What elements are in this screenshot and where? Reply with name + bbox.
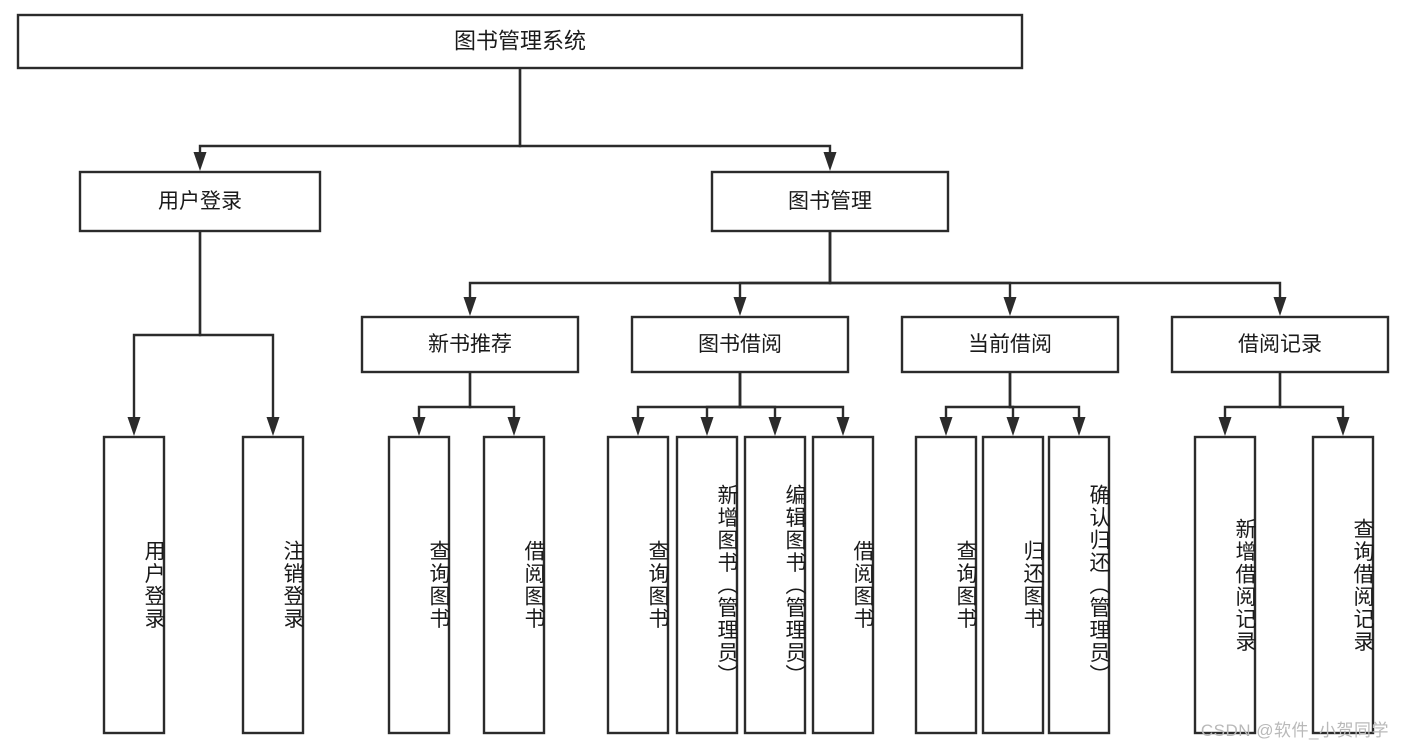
node-leaf-add-borrow-record[interactable] xyxy=(1193,435,1257,735)
node-label-current-borrow: 当前借阅 xyxy=(968,333,1052,356)
connector-book-management-to-borrow-record xyxy=(828,231,1287,316)
connector-book-borrow-to-leaf-edit-book-admin xyxy=(738,372,782,436)
node-user-login[interactable]: 用户登录 xyxy=(78,170,322,233)
arrow-head-icon xyxy=(836,417,850,436)
connector-borrow-record-to-leaf-query-borrow-record xyxy=(1278,372,1350,436)
node-label-new-book-recommend: 新书推荐 xyxy=(428,333,512,356)
arrow-head-icon xyxy=(193,152,207,171)
node-box-leaf-edit-book-admin[interactable] xyxy=(743,435,807,735)
node-box-book-borrow[interactable] xyxy=(630,315,850,374)
arrow-head-icon xyxy=(631,417,645,436)
node-label-root: 图书管理系统 xyxy=(454,28,586,53)
arrow-head-icon xyxy=(1072,417,1086,436)
node-leaf-user-login[interactable] xyxy=(102,435,166,735)
arrow-head-icon xyxy=(266,417,280,436)
arrow-head-icon xyxy=(1003,297,1017,316)
node-leaf-query-book-borrow[interactable] xyxy=(606,435,670,735)
arrow-head-icon xyxy=(1273,297,1287,316)
arrow-head-icon xyxy=(700,417,714,436)
node-borrow-record[interactable]: 借阅记录 xyxy=(1170,315,1390,374)
node-book-management[interactable]: 图书管理 xyxy=(710,170,950,233)
node-box-root[interactable] xyxy=(16,13,1024,70)
node-current-borrow[interactable]: 当前借阅 xyxy=(900,315,1120,374)
node-box-user-login[interactable] xyxy=(78,170,322,233)
node-leaf-logout[interactable] xyxy=(241,435,305,735)
node-leaf-query-book-recommend[interactable] xyxy=(387,435,451,735)
arrow-head-icon xyxy=(463,297,477,316)
node-leaf-borrow-book-recommend[interactable] xyxy=(482,435,546,735)
arrow-head-icon xyxy=(127,417,141,436)
node-box-new-book-recommend[interactable] xyxy=(360,315,580,374)
connector-borrow-record-to-leaf-add-borrow-record xyxy=(1218,372,1282,436)
node-box-book-management[interactable] xyxy=(710,170,950,233)
node-box-leaf-query-book-recommend[interactable] xyxy=(387,435,451,735)
node-box-leaf-query-borrow-record[interactable] xyxy=(1311,435,1375,735)
watermark-credit: CSDN @软件_小贺同学 xyxy=(1200,721,1389,740)
arrow-head-icon xyxy=(1336,417,1350,436)
node-leaf-query-borrow-record[interactable] xyxy=(1311,435,1375,735)
node-box-leaf-query-book-borrow[interactable] xyxy=(606,435,670,735)
arrow-head-icon xyxy=(1218,417,1232,436)
connector-root-to-book-management xyxy=(518,68,837,171)
node-box-leaf-add-book-admin[interactable] xyxy=(675,435,739,735)
node-box-leaf-logout[interactable] xyxy=(241,435,305,735)
node-box-current-borrow[interactable] xyxy=(900,315,1120,374)
node-label-book-borrow: 图书借阅 xyxy=(698,333,782,356)
arrow-head-icon xyxy=(768,417,782,436)
node-box-leaf-add-borrow-record[interactable] xyxy=(1193,435,1257,735)
node-leaf-add-book-admin[interactable] xyxy=(675,435,739,735)
node-box-borrow-record[interactable] xyxy=(1170,315,1390,374)
node-leaf-borrow-book-borrow[interactable] xyxy=(811,435,875,735)
connector-user-login-to-leaf-user-login xyxy=(127,231,202,436)
node-box-leaf-borrow-book-borrow[interactable] xyxy=(811,435,875,735)
connector-book-management-to-current-borrow xyxy=(828,231,1017,316)
connector-book-management-to-book-borrow xyxy=(733,231,832,316)
arrow-head-icon xyxy=(823,152,837,171)
node-box-leaf-query-book-current[interactable] xyxy=(914,435,978,735)
arrow-head-icon xyxy=(412,417,426,436)
connector-book-borrow-to-leaf-add-book-admin xyxy=(700,372,742,436)
connector-book-borrow-to-leaf-query-book-borrow xyxy=(631,372,742,436)
connector-current-borrow-to-leaf-confirm-return-admin xyxy=(1008,372,1086,436)
node-box-leaf-borrow-book-recommend[interactable] xyxy=(482,435,546,735)
node-label-book-management: 图书管理 xyxy=(788,190,872,213)
node-box-leaf-user-login[interactable] xyxy=(102,435,166,735)
connector-root-to-user-login xyxy=(193,68,522,171)
connector-new-book-recommend-to-leaf-query-book-recommend xyxy=(412,372,472,436)
node-new-book-recommend[interactable]: 新书推荐 xyxy=(360,315,580,374)
node-root[interactable]: 图书管理系统 xyxy=(16,13,1024,70)
connector-current-borrow-to-leaf-return-book xyxy=(1006,372,1020,436)
arrow-head-icon xyxy=(507,417,521,436)
node-box-leaf-confirm-return-admin[interactable] xyxy=(1047,435,1111,735)
node-box-leaf-return-book[interactable] xyxy=(981,435,1045,735)
node-book-borrow[interactable]: 图书借阅 xyxy=(630,315,850,374)
node-leaf-query-book-current[interactable] xyxy=(914,435,978,735)
connector-user-login-to-leaf-logout xyxy=(198,231,280,436)
connectors-layer xyxy=(127,68,1350,436)
node-leaf-return-book[interactable] xyxy=(981,435,1045,735)
arrow-head-icon xyxy=(1006,417,1020,436)
connector-new-book-recommend-to-leaf-borrow-book-recommend xyxy=(468,372,521,436)
node-leaf-confirm-return-admin[interactable] xyxy=(1047,435,1111,735)
node-label-user-login: 用户登录 xyxy=(158,190,242,213)
connector-current-borrow-to-leaf-query-book-current xyxy=(939,372,1012,436)
connector-book-management-to-new-book-recommend xyxy=(463,231,832,316)
arrow-head-icon xyxy=(939,417,953,436)
arrow-head-icon xyxy=(733,297,747,316)
node-leaf-edit-book-admin[interactable] xyxy=(743,435,807,735)
node-label-borrow-record: 借阅记录 xyxy=(1238,333,1322,356)
connector-book-borrow-to-leaf-borrow-book-borrow xyxy=(738,372,850,436)
